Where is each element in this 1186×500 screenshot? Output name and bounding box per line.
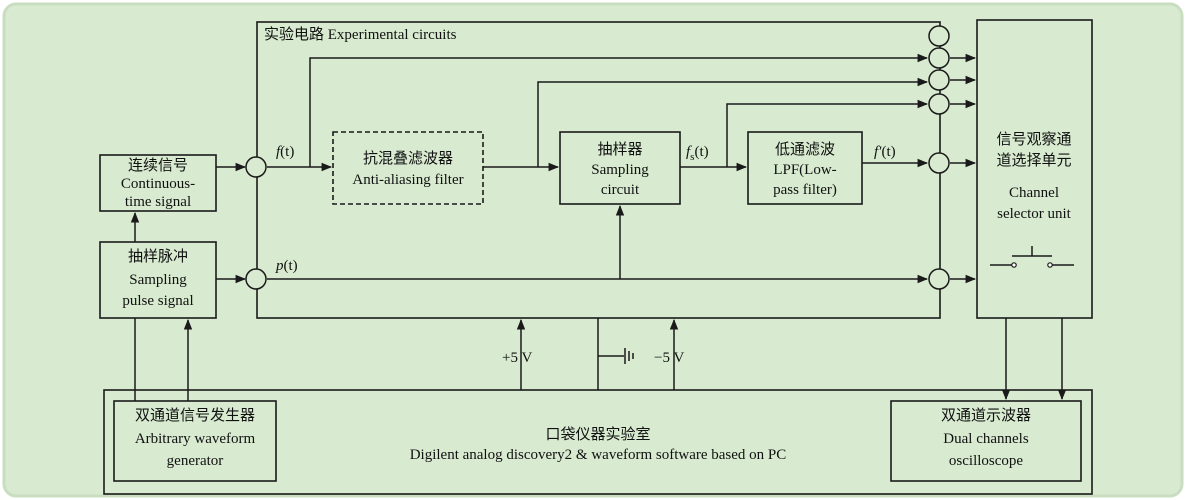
jack-top-1: [928, 25, 950, 47]
signal-wires: [130, 53, 1067, 401]
switch-icon: [990, 246, 1074, 268]
jack-top-4: [928, 93, 950, 115]
label-fs-t: fs(t): [686, 144, 709, 163]
scope-cn: 双通道示波器: [941, 407, 1031, 424]
anti-aliasing-filter-block: 抗混叠滤波器 Anti-aliasing filter: [332, 131, 484, 205]
oscilloscope-block: 双通道示波器 Dual channels oscilloscope: [890, 400, 1082, 482]
sampler-en1: Sampling: [591, 162, 649, 178]
region-label: 实验电路 Experimental circuits: [264, 26, 457, 43]
lpf-en2: pass filter): [773, 182, 837, 198]
lab-cn: 口袋仪器实验室: [545, 426, 650, 443]
label-p-t: p(t): [275, 258, 298, 274]
awg-cn: 双通道信号发生器: [135, 407, 255, 424]
selector-en1: Channel: [1009, 185, 1059, 201]
jack-p-right: [928, 268, 950, 290]
sampler-en2: circuit: [601, 182, 640, 198]
selector-cn1: 信号观察通: [996, 130, 1071, 148]
antialias-en: Anti-aliasing filter: [352, 172, 463, 188]
awg-en2: generator: [167, 453, 224, 469]
plus-5v-label: +5 V: [502, 350, 532, 366]
continuous-cn: 连续信号: [128, 157, 188, 174]
jack-fprime: [928, 152, 950, 174]
jack-p-left: [245, 268, 267, 290]
lpf-cn: 低通滤波: [775, 141, 835, 158]
lpf-block: 低通滤波 LPF(Low- pass filter): [747, 131, 863, 205]
sampler-cn: 抽样器: [597, 141, 642, 158]
jack-f-left: [245, 156, 267, 178]
label-f-t: f(t): [276, 144, 294, 160]
jack-top-2: [928, 47, 950, 69]
minus-5v-label: −5 V: [654, 350, 684, 366]
selector-en2: selector unit: [997, 206, 1072, 222]
pulse-en2: pulse signal: [122, 293, 193, 309]
continuous-en1: Continuous-: [121, 176, 195, 192]
sampling-pulse-block: 抽样脉冲 Sampling pulse signal: [99, 241, 217, 319]
channel-selector-block: 信号观察通 道选择单元 Channel selector unit: [976, 19, 1093, 319]
lpf-en1: LPF(Low-: [773, 162, 836, 178]
antialias-cn: 抗混叠滤波器: [363, 150, 453, 167]
test-point-jacks: [245, 25, 950, 290]
pulse-en1: Sampling: [129, 272, 187, 288]
label-fprime-t: f′(t): [874, 144, 896, 160]
waveform-generator-block: 双通道信号发生器 Arbitrary waveform generator: [113, 400, 277, 482]
awg-en1: Arbitrary waveform: [135, 431, 256, 447]
sampling-circuit-block: 抽样器 Sampling circuit: [559, 131, 681, 205]
selector-cn2: 道选择单元: [996, 152, 1071, 169]
scope-en2: oscilloscope: [949, 453, 1023, 469]
scope-en1: Dual channels: [943, 431, 1029, 447]
pulse-cn: 抽样脉冲: [128, 248, 188, 265]
lab-en: Digilent analog discovery2 & waveform so…: [410, 447, 787, 463]
continuous-en2: time signal: [125, 194, 191, 210]
jack-top-3: [928, 69, 950, 91]
continuous-signal-block: 连续信号 Continuous- time signal: [99, 154, 217, 212]
